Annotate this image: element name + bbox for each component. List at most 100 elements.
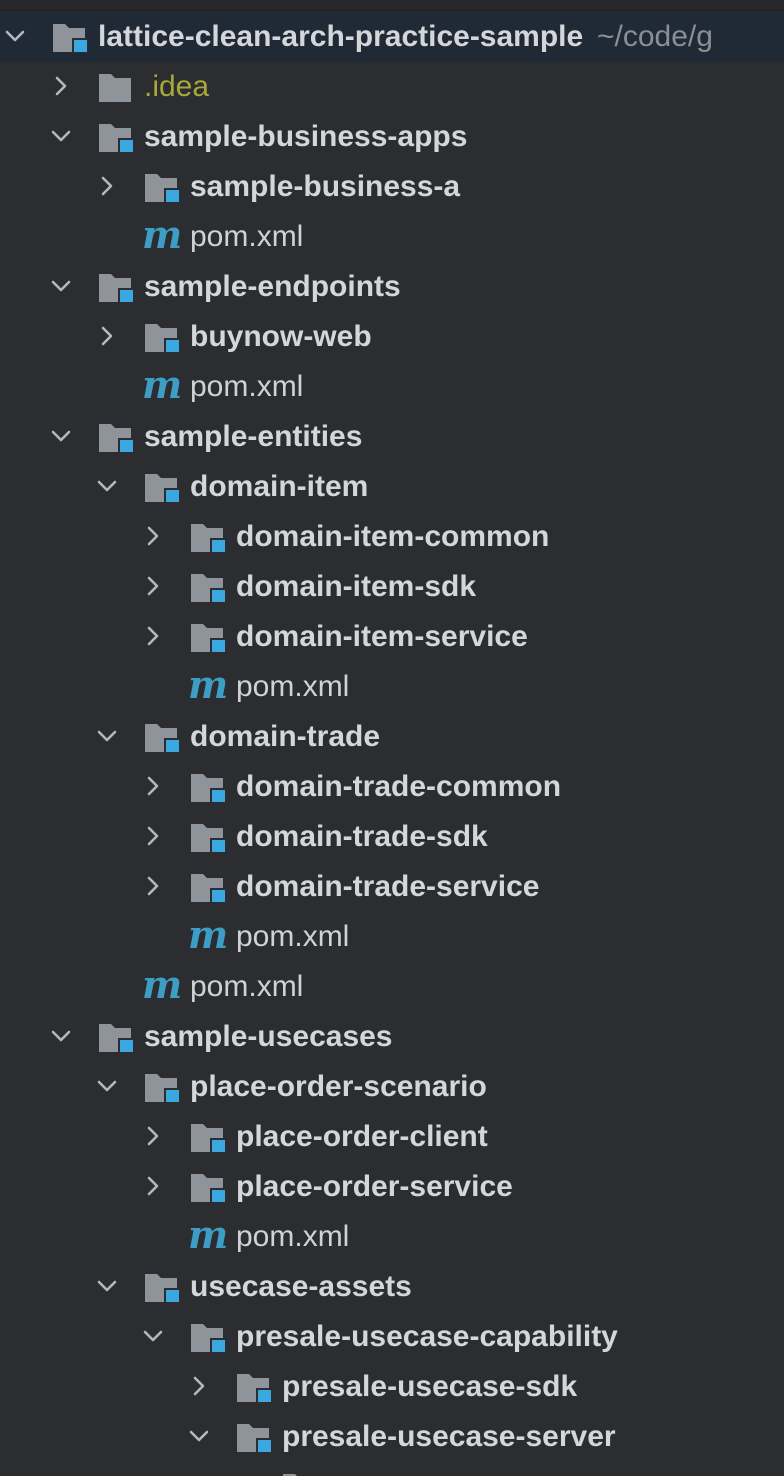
module-folder-icon	[190, 1122, 228, 1154]
maven-icon: m	[188, 912, 229, 957]
tree-item[interactable]: .idea	[0, 62, 784, 112]
tree-item[interactable]: sample-usecases	[0, 1012, 784, 1062]
folder-icon	[98, 72, 136, 104]
chevron-right-icon[interactable]	[50, 75, 72, 97]
module-folder-icon	[190, 622, 228, 654]
chevron-right-icon[interactable]	[142, 775, 164, 797]
tree-item-label: presale-usecase-capability	[236, 1320, 618, 1353]
chevron-right-icon[interactable]	[142, 625, 164, 647]
module-folder-icon	[144, 322, 182, 354]
tree-item[interactable]: domain-trade-service	[0, 862, 784, 912]
tree-item-label: pom.xml	[236, 670, 350, 703]
tree-item-label: sample-business-apps	[144, 120, 468, 153]
tree-item[interactable]: usecase-assets	[0, 1262, 784, 1312]
tree-item[interactable]: domain-item-service	[0, 612, 784, 662]
tree-item-label: domain-item-sdk	[236, 570, 477, 603]
tree-item-label: pom.xml	[236, 1220, 350, 1253]
tree-item-label: sample-entities	[144, 420, 363, 453]
tree-item-label: presale-usecase-sdk	[282, 1370, 578, 1403]
chevron-right-icon[interactable]	[142, 1125, 164, 1147]
tree-item-label: pom.xml	[190, 970, 304, 1003]
module-folder-icon	[144, 472, 182, 504]
tree-item[interactable]: domain-item-sdk	[0, 562, 784, 612]
tree-item[interactable]: domain-trade-sdk	[0, 812, 784, 862]
tree-item[interactable]: sample-business-apps	[0, 112, 784, 162]
tree-item[interactable]: sample-entities	[0, 412, 784, 462]
chevron-down-icon[interactable]	[50, 125, 72, 147]
chevron-right-icon[interactable]	[96, 325, 118, 347]
chevron-down-icon[interactable]	[50, 425, 72, 447]
module-folder-icon	[52, 22, 90, 54]
tree-item-label: place-order-client	[236, 1120, 488, 1153]
chevron-down-icon[interactable]	[50, 1025, 72, 1047]
chevron-right-icon[interactable]	[142, 875, 164, 897]
module-folder-icon	[190, 1172, 228, 1204]
chevron-down-icon[interactable]	[188, 1425, 210, 1447]
tree-item[interactable]	[0, 1462, 784, 1476]
chevron-down-icon[interactable]	[96, 1075, 118, 1097]
module-folder-icon	[144, 722, 182, 754]
chevron-down-icon[interactable]	[4, 25, 26, 47]
tree-item[interactable]: domain-item	[0, 462, 784, 512]
module-folder-icon	[190, 772, 228, 804]
tree-item-label: usecase-assets	[190, 1270, 412, 1303]
module-folder-icon	[190, 1322, 228, 1354]
tree-item[interactable]: sample-business-a	[0, 162, 784, 212]
module-folder-icon	[236, 1372, 274, 1404]
chevron-right-icon[interactable]	[188, 1375, 210, 1397]
module-folder-icon	[282, 1472, 320, 1476]
tree-item-label: domain-item-common	[236, 520, 550, 553]
tree-item-label: domain-trade-service	[236, 870, 540, 903]
chevron-right-icon[interactable]	[142, 525, 164, 547]
chevron-down-icon[interactable]	[50, 275, 72, 297]
chevron-right-icon[interactable]	[142, 575, 164, 597]
chevron-down-icon[interactable]	[96, 475, 118, 497]
tree-item[interactable]: domain-trade	[0, 712, 784, 762]
module-folder-icon	[190, 872, 228, 904]
module-folder-icon	[190, 572, 228, 604]
tree-item-label: pom.xml	[190, 220, 304, 253]
module-folder-icon	[98, 1022, 136, 1054]
tree-item[interactable]: presale-usecase-capability	[0, 1312, 784, 1362]
tree-item[interactable]: sample-endpoints	[0, 262, 784, 312]
tree-item-label: presale-usecase-server	[282, 1420, 616, 1453]
project-tree[interactable]: lattice-clean-arch-practice-sample~/code…	[0, 12, 784, 1476]
chevron-right-icon[interactable]	[142, 825, 164, 847]
chevron-down-icon[interactable]	[96, 725, 118, 747]
tree-item[interactable]: presale-usecase-sdk	[0, 1362, 784, 1412]
maven-icon: m	[142, 962, 183, 1007]
tool-window-header	[0, 0, 784, 11]
tree-item[interactable]: place-order-scenario	[0, 1062, 784, 1112]
chevron-down-icon[interactable]	[96, 1275, 118, 1297]
tree-item[interactable]: domain-trade-common	[0, 762, 784, 812]
tree-item[interactable]: domain-item-common	[0, 512, 784, 562]
maven-icon: m	[142, 362, 183, 407]
tree-item-label: domain-trade	[190, 720, 381, 753]
module-folder-icon	[98, 422, 136, 454]
maven-icon: m	[142, 212, 183, 257]
chevron-down-icon[interactable]	[142, 1325, 164, 1347]
tree-item-label: place-order-service	[236, 1170, 513, 1203]
tree-item-label: domain-item-service	[236, 620, 528, 653]
tree-item[interactable]: place-order-service	[0, 1162, 784, 1212]
module-folder-icon	[98, 272, 136, 304]
tree-item-label: buynow-web	[190, 320, 372, 353]
chevron-right-icon[interactable]	[96, 175, 118, 197]
module-folder-icon	[190, 822, 228, 854]
tree-item-label: pom.xml	[236, 920, 350, 953]
tree-item[interactable]: buynow-web	[0, 312, 784, 362]
tree-item[interactable]: place-order-client	[0, 1112, 784, 1162]
tree-item-label: sample-business-a	[190, 170, 461, 203]
tree-item-label: .idea	[144, 70, 210, 103]
chevron-right-icon[interactable]	[142, 1175, 164, 1197]
tree-item[interactable]: lattice-clean-arch-practice-sample~/code…	[0, 12, 784, 62]
tree-item-label: domain-trade-common	[236, 770, 562, 803]
tree-item[interactable]: presale-usecase-server	[0, 1412, 784, 1462]
module-folder-icon	[98, 122, 136, 154]
